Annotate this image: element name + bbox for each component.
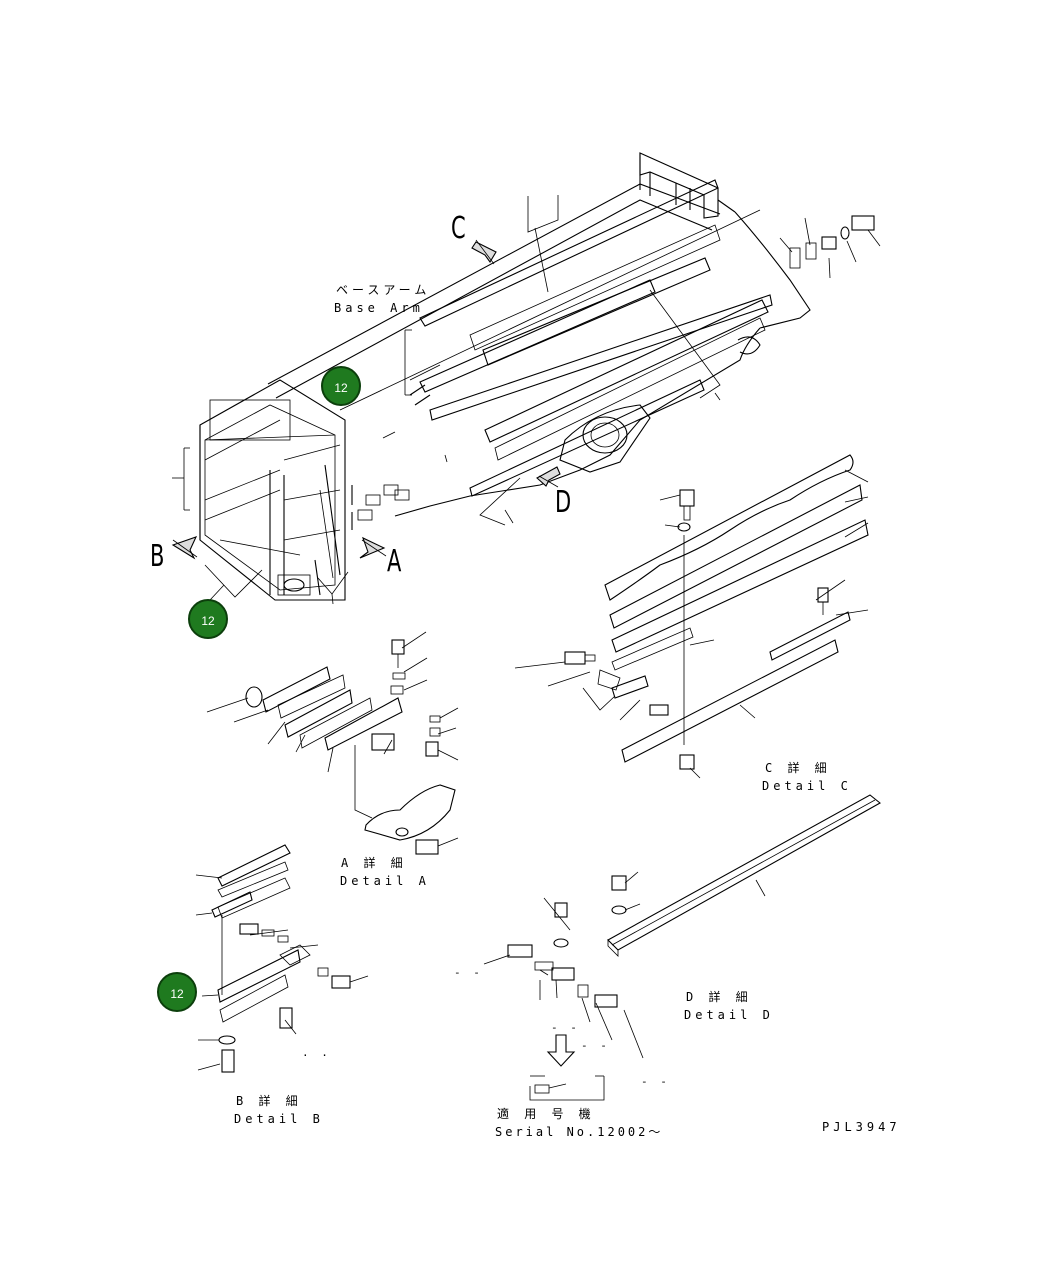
top-right-hardware — [779, 215, 881, 279]
view-c-label: C — [451, 211, 466, 246]
callout-badge-12[interactable]: 12 — [157, 972, 197, 1012]
ref-dash: - - — [581, 1039, 610, 1052]
detail-a-en: Detail A — [340, 874, 430, 888]
view-a-label: A — [387, 544, 402, 579]
drawing-number: PJL3947 — [822, 1120, 901, 1134]
detail-d-jp: D 詳 細 — [686, 990, 752, 1004]
ref-dash: - - — [454, 966, 483, 979]
base-arm-assembly — [199, 152, 811, 601]
detail-c-en: Detail C — [762, 779, 852, 793]
detail-c-drawing — [514, 454, 869, 779]
detail-c-jp: C 詳 細 — [765, 761, 831, 775]
base-arm-label-en: Base Arm — [334, 301, 424, 315]
ref-dash: - - — [551, 1021, 580, 1034]
ref-dash: . . — [302, 1046, 331, 1059]
detail-a-jp: A 詳 細 — [341, 856, 407, 870]
callout-badge-12[interactable]: 12 — [188, 599, 228, 639]
view-b-label: B — [150, 539, 165, 574]
detail-b-drawing — [195, 844, 369, 1073]
liner-strips-upper — [409, 179, 773, 497]
view-d-label: D — [555, 485, 572, 520]
leader-lines-main — [172, 195, 721, 605]
detail-d-en: Detail D — [684, 1008, 774, 1022]
serial-label-en: Serial No.12002〜 — [495, 1125, 664, 1139]
ref-dash: - - — [641, 1075, 670, 1088]
detail-b-jp: B 詳 細 — [236, 1094, 302, 1108]
detail-a-drawing — [206, 631, 459, 855]
serial-label-jp: 適 用 号 機 — [497, 1107, 595, 1121]
view-arrows — [171, 239, 561, 560]
detail-b-en: Detail B — [234, 1112, 324, 1126]
callout-badge-12[interactable]: 12 — [321, 366, 361, 406]
detail-d-drawing — [483, 794, 881, 1101]
base-arm-label-jp: ベースアーム — [336, 283, 431, 297]
